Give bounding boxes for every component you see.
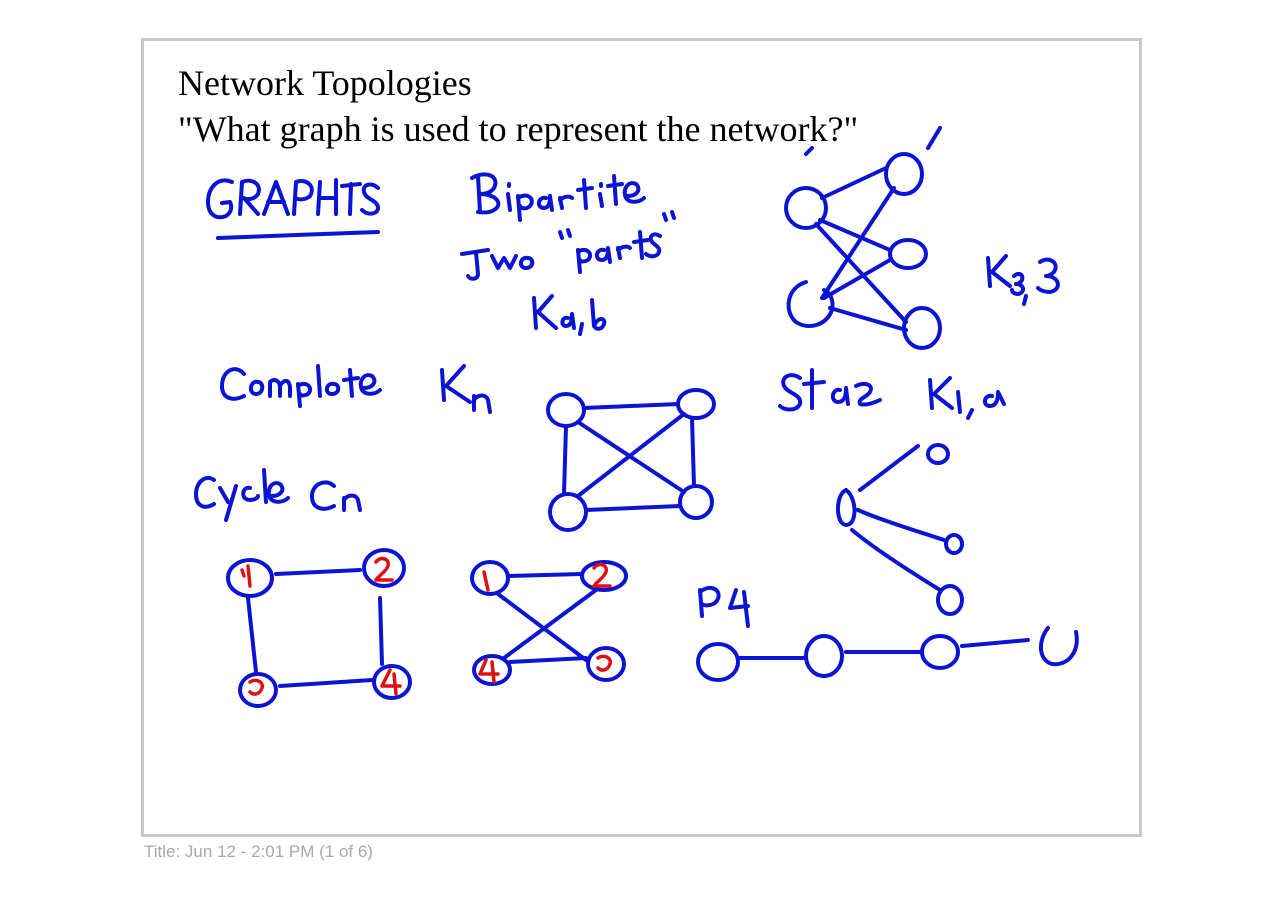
page-title: Network Topologies: [178, 63, 472, 103]
footer-caption: Title: Jun 12 - 2:01 PM (1 of 6): [144, 842, 373, 861]
slide-page: [141, 38, 1142, 837]
page-subtitle: "What graph is used to represent the net…: [178, 109, 859, 149]
